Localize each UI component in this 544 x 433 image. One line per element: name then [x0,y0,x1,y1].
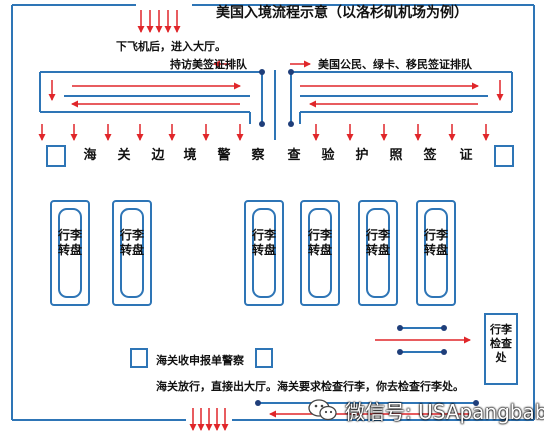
counter-label-char: 证 [459,148,473,163]
baggage-carousel: 行李转盘 [112,200,152,306]
carousel-label-line: 行李 [307,228,332,242]
carousel-label-line: 行李 [423,228,448,242]
counter-label-char: 查 [287,148,301,163]
baggage-carousel: 行李转盘 [416,200,456,306]
wechat-icon [308,399,337,421]
counter-label-char: 关 [117,148,131,163]
rope-post-dots [259,69,294,127]
customs-booth-left [130,348,148,368]
arrival-note: 下飞机后，进入大厅。 [116,40,226,53]
queue-flow-arrows [48,60,504,108]
counter-label-char: 边 [151,148,165,163]
carousel-label-line: 行李 [57,228,82,242]
counter-label-char: 验 [321,148,335,163]
carousel-label-line: 转盘 [423,243,448,257]
carousel-belt [120,208,144,298]
customs-dots [255,325,479,406]
customs-arrows [269,336,471,418]
counter-booth-right [494,145,514,167]
customs-booth-right [255,348,273,368]
baggage-carousel: 行李转盘 [300,200,340,306]
counter-label-char: 境 [183,148,197,163]
carousel-label: 行李转盘 [418,228,454,258]
outer-walls [11,4,535,421]
carousel-belt [308,208,332,298]
baggage-carousel: 行李转盘 [244,200,284,306]
baggage-carousel: 行李转盘 [50,200,90,306]
carousel-belt [58,208,82,298]
customs-lines [258,327,476,404]
carousel-label-line: 转盘 [251,243,276,257]
wechat-watermark: 微信号: USApangbaba [345,400,544,424]
visa-queue-label: 持访美签证排队 [170,58,247,71]
baggage-inspection-box: 行李 检查 处 [484,313,518,385]
carousel-label: 行李转盘 [246,228,282,258]
carousel-label: 行李转盘 [52,228,88,258]
carousel-label-line: 转盘 [57,243,82,257]
carousel-label-line: 转盘 [365,243,390,257]
inspection-line-1: 行李 [490,323,512,336]
exit-note: 海关放行，直接出大厅。海关要求检查行李，你去检查行李处。 [156,380,464,393]
counter-arrows [38,124,490,141]
counter-booth-left [46,145,66,167]
inspection-line-2: 检查 [490,337,512,350]
customs-form-label: 海关收申报单警察 [156,354,244,367]
carousel-belt [252,208,276,298]
carousel-label-line: 转盘 [307,243,332,257]
carousel-label: 行李转盘 [360,228,396,258]
carousel-label: 行李转盘 [302,228,338,258]
counter-label-char: 签 [423,148,437,163]
diagram-title: 美国入境流程示意（以洛杉矶机场为例） [216,5,468,21]
baggage-carousel: 行李转盘 [358,200,398,306]
inspection-line-3: 处 [495,351,507,364]
carousel-label-line: 行李 [365,228,390,242]
counter-label-char: 察 [251,148,265,163]
carousel-label-line: 行李 [119,228,144,242]
carousel-belt [424,208,448,298]
carousel-label-line: 转盘 [119,243,144,257]
carousel-belt [366,208,390,298]
entry-arrows [137,10,181,33]
counter-label-char: 照 [389,148,403,163]
citizen-queue-label: 美国公民、绿卡、移民签证排队 [318,58,472,71]
counter-label-char: 警 [217,148,231,163]
queue-ropes [39,70,513,140]
carousel-label-line: 行李 [251,228,276,242]
carousel-label: 行李转盘 [114,228,150,258]
exit-arrows [189,408,229,431]
counter-label-char: 护 [355,148,369,163]
counter-label-char: 海 [83,148,97,163]
